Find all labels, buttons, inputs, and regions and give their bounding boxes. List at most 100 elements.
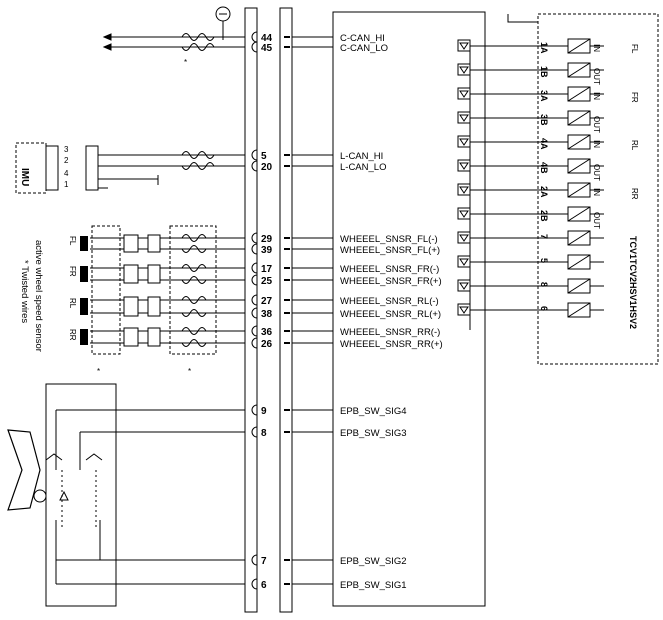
signal-label: EPB_SW_SIG1	[340, 580, 407, 591]
diode-symbol	[459, 162, 469, 170]
pin-socket	[251, 232, 258, 244]
coil-slash	[567, 158, 591, 174]
valve-row-6: 6	[457, 302, 604, 318]
signal-label: WHEEEL_SNSR_RL(+)	[340, 309, 441, 320]
twist-neg	[181, 296, 207, 304]
connector-pin-20: 20 L-CAN_LO	[251, 160, 386, 173]
harness-connector-right	[279, 7, 293, 613]
imu-label: IMU	[19, 168, 30, 186]
pin-number: 29	[261, 234, 273, 245]
valve-terminal: 3A	[539, 90, 549, 102]
valve-terminal: 3B	[539, 114, 549, 126]
twist-neg	[181, 264, 207, 272]
sensor-connector-mate	[147, 264, 161, 284]
wheel-sensor-fl: FL	[68, 234, 245, 253]
coil-slash	[567, 38, 591, 54]
pin-socket	[251, 262, 258, 274]
signal-label: EPB_SW_SIG4	[340, 406, 407, 417]
imu-pin-2: 2	[64, 156, 69, 165]
pin-number: 38	[261, 309, 273, 320]
valve-terminal: 8	[539, 282, 549, 287]
pin-number: 17	[261, 264, 273, 275]
diode-symbol	[459, 138, 469, 146]
valve-terminal: 4A	[539, 138, 549, 150]
sensor-plug	[80, 329, 88, 345]
valve-wheel: FL	[630, 44, 639, 54]
sensor-plug	[80, 266, 88, 282]
valve-row-4B: 4B OUT	[457, 158, 604, 181]
twist-pos	[181, 245, 207, 253]
pin-socket	[251, 294, 258, 306]
pin-socket	[251, 160, 258, 172]
pin-number: 6	[261, 580, 267, 591]
signal-label: EPB_SW_SIG3	[340, 428, 407, 439]
pin-socket	[251, 243, 258, 255]
pin-number: 44	[261, 33, 273, 44]
diode-symbol	[459, 234, 469, 242]
valve-row-7: 7	[457, 230, 604, 246]
wheel-label: FL	[68, 236, 77, 246]
diode-symbol	[459, 210, 469, 218]
diode-symbol	[459, 114, 469, 122]
valve-io: OUT	[592, 164, 601, 181]
diode-symbol	[459, 42, 469, 50]
connector-pin-38: 38 WHEEEL_SNSR_RL(+)	[251, 307, 441, 320]
pin-number: 5	[261, 151, 267, 162]
coil-slash	[567, 278, 591, 294]
valve-group-label: TCV1TCV2HSV1HSV2	[628, 236, 638, 329]
diode-symbol	[459, 66, 469, 74]
valve-terminal: 4B	[539, 162, 549, 174]
connector-pin-6: 6 EPB_SW_SIG1	[251, 578, 407, 591]
valve-io: IN	[592, 140, 601, 148]
valve-terminal: 2B	[539, 210, 549, 222]
wheel-sensor-rr: RR	[68, 327, 245, 347]
valve-io: IN	[592, 92, 601, 100]
valve-terminal: 1B	[539, 66, 549, 78]
pin-socket	[251, 31, 258, 43]
signal-label: WHEEEL_SNSR_FL(-)	[340, 234, 438, 245]
coil-slash	[567, 62, 591, 78]
twisted-caption: * Twisted wires	[19, 260, 30, 323]
coil-slash	[567, 254, 591, 270]
diode-symbol	[459, 90, 469, 98]
pin-socket	[251, 325, 258, 337]
imu-pin-1: 1	[64, 180, 69, 189]
sensor-connector	[123, 327, 139, 347]
twist-pos	[181, 276, 207, 284]
pin-number: 45	[261, 43, 273, 54]
pin-socket	[251, 274, 258, 286]
twist-marker-right: *	[188, 367, 191, 376]
valve-row-8: 8	[457, 278, 604, 294]
pin-socket	[251, 149, 258, 161]
pin-number: 26	[261, 339, 273, 350]
twist-marker-left: *	[97, 367, 100, 376]
imu-pin-3: 3	[64, 145, 69, 154]
ecu-box	[332, 11, 486, 607]
signal-label: C-CAN_LO	[340, 43, 388, 54]
coil-slash	[567, 302, 591, 318]
sensor-connector-mate	[147, 327, 161, 347]
valve-row-5: 5	[457, 254, 604, 270]
valve-wheel: RL	[630, 140, 639, 151]
wheel-label: FR	[68, 266, 77, 277]
pin-number: 20	[261, 162, 273, 173]
pin-socket	[251, 554, 258, 566]
diode-symbol	[459, 258, 469, 266]
pin-socket	[251, 307, 258, 319]
signal-label: L-CAN_LO	[340, 162, 386, 173]
coil-slash	[567, 230, 591, 246]
sensor-connector	[123, 264, 139, 284]
diode-symbol	[459, 186, 469, 194]
signal-label: WHEEEL_SNSR_FL(+)	[340, 245, 440, 256]
coil-slash	[567, 182, 591, 198]
pin-number: 25	[261, 276, 273, 287]
